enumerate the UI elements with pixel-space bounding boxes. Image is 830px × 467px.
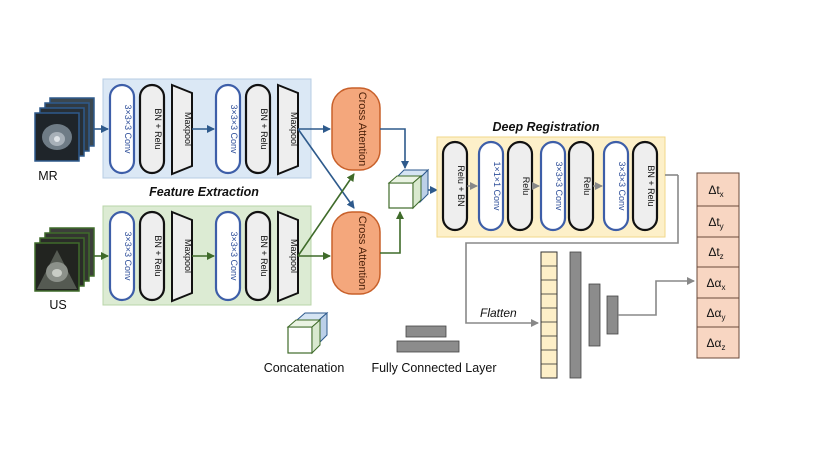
output-dax: Δαx xyxy=(707,276,726,292)
svg-text:Maxpool: Maxpool xyxy=(183,239,193,273)
reg-conv3x3-block-2: 3×3×3 Conv xyxy=(602,140,630,232)
us-maxpool-block-1: Maxpool xyxy=(171,210,193,303)
svg-text:3×3×3 Conv: 3×3×3 Conv xyxy=(123,104,133,154)
output-daz: Δαz xyxy=(707,336,726,352)
cross-attention-mr: Cross Attention xyxy=(331,87,381,171)
us-image-stack xyxy=(34,227,95,292)
reg-bn-relu-block: BN + Relu xyxy=(631,140,659,232)
output-parameters: Δtx Δty Δtz Δαx Δαy Δαz xyxy=(696,172,740,359)
svg-text:3×3×3 Conv: 3×3×3 Conv xyxy=(229,231,239,281)
svg-text:BN + Relu: BN + Relu xyxy=(646,165,656,206)
fully-connected-label: Fully Connected Layer xyxy=(371,361,496,375)
svg-text:BN + Relu: BN + Relu xyxy=(153,108,163,149)
feature-extraction-title: Feature Extraction xyxy=(149,185,259,199)
svg-text:Cross Attention: Cross Attention xyxy=(356,92,368,167)
output-day: Δαy xyxy=(707,306,726,322)
fc-layer-3 xyxy=(606,295,619,335)
concatenated-feature-cube xyxy=(387,168,430,210)
mr-conv-block-1: 3×3×3 Conv xyxy=(108,83,136,175)
registration-to-flatten-arrow xyxy=(465,175,679,327)
svg-text:3×3×3 Conv: 3×3×3 Conv xyxy=(617,161,627,211)
mr-maxpool-block-1: Maxpool xyxy=(171,83,193,176)
us-conv-block-1: 3×3×3 Conv xyxy=(108,210,136,302)
fc-layer-2 xyxy=(588,283,601,347)
output-dtz: Δtz xyxy=(708,245,723,261)
fully-connected-legend-icon xyxy=(396,325,460,353)
svg-text:Maxpool: Maxpool xyxy=(289,112,299,146)
fc-layer-1 xyxy=(569,251,582,379)
cross-arrows xyxy=(297,125,409,260)
reg-conv1x1-block: 1×1×1 Conv xyxy=(477,140,505,232)
mr-bnrelu-block-2: BN + Relu xyxy=(244,83,272,175)
reg-conv3x3-block-1: 3×3×3 Conv xyxy=(539,140,567,232)
fc-to-output-arrow xyxy=(618,277,695,316)
mr-image-stack xyxy=(34,97,95,162)
svg-text:BN + Relu: BN + Relu xyxy=(259,108,269,149)
svg-text:BN + Relu: BN + Relu xyxy=(153,235,163,276)
concatenation-legend-icon xyxy=(286,311,329,355)
us-conv-block-2: 3×3×3 Conv xyxy=(214,210,242,302)
svg-text:3×3×3 Conv: 3×3×3 Conv xyxy=(229,104,239,154)
svg-text:1×1×1 Conv: 1×1×1 Conv xyxy=(492,161,502,211)
reg-relu-bn-block: Relu + BN xyxy=(441,140,469,232)
flatten-label: Flatten xyxy=(480,306,517,320)
svg-text:Maxpool: Maxpool xyxy=(289,239,299,273)
us-maxpool-block-2: Maxpool xyxy=(277,210,299,303)
mr-maxpool-block-2: Maxpool xyxy=(277,83,299,176)
svg-text:Relu: Relu xyxy=(582,177,592,196)
svg-text:3×3×3 Conv: 3×3×3 Conv xyxy=(123,231,133,281)
concatenation-label: Concatenation xyxy=(264,361,345,375)
mr-conv-block-2: 3×3×3 Conv xyxy=(214,83,242,175)
output-dtx: Δtx xyxy=(708,183,723,199)
svg-text:Relu: Relu xyxy=(521,177,531,196)
svg-text:Cross Attention: Cross Attention xyxy=(356,216,368,291)
svg-text:BN + Relu: BN + Relu xyxy=(259,235,269,276)
svg-text:Maxpool: Maxpool xyxy=(183,112,193,146)
reg-relu-block-2: Relu xyxy=(567,140,595,232)
cross-attention-us: Cross Attention xyxy=(331,211,381,295)
reg-relu-block-1: Relu xyxy=(506,140,534,232)
us-label: US xyxy=(49,298,66,312)
us-bnrelu-block-2: BN + Relu xyxy=(244,210,272,302)
mr-bnrelu-block-1: BN + Relu xyxy=(138,83,166,175)
us-bnrelu-block-1: BN + Relu xyxy=(138,210,166,302)
flatten-vector xyxy=(540,251,558,379)
deep-registration-title: Deep Registration xyxy=(493,120,600,134)
svg-text:Relu + BN: Relu + BN xyxy=(456,165,466,206)
mr-label: MR xyxy=(38,169,57,183)
svg-text:3×3×3 Conv: 3×3×3 Conv xyxy=(554,161,564,211)
output-dty: Δty xyxy=(708,215,723,231)
